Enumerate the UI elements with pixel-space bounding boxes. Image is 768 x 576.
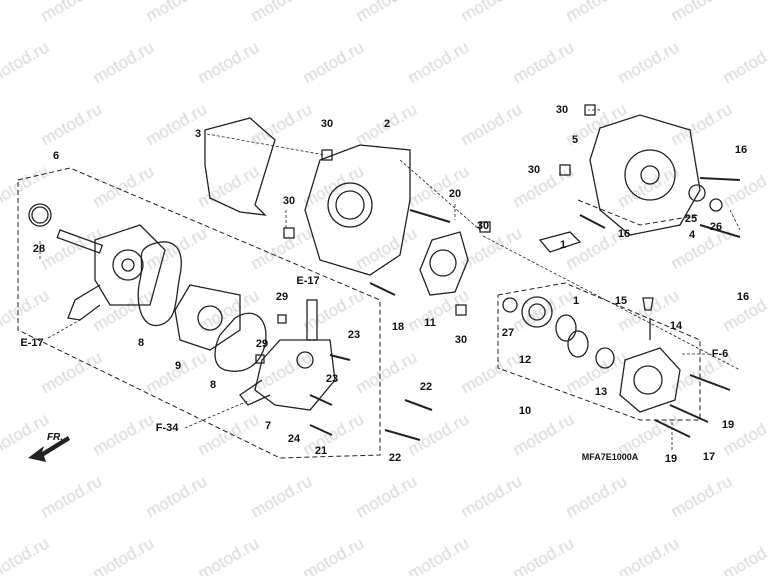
bolts	[309, 177, 741, 441]
diagram-code: MFA7E1000A	[581, 452, 639, 462]
callout-16: 16	[617, 228, 631, 240]
callout-3: 3	[194, 128, 202, 140]
direction-marker: FR.	[46, 432, 64, 443]
assembly-box-4	[577, 199, 701, 226]
callout-5: 5	[571, 134, 579, 146]
callout-27: 27	[501, 327, 515, 339]
callout-8: 8	[137, 337, 145, 349]
callout-4: 4	[688, 229, 696, 241]
callout-6: 6	[52, 150, 60, 162]
callout-30: 30	[454, 334, 468, 346]
callout-30: 30	[555, 104, 569, 116]
callout-24: 24	[287, 433, 301, 445]
gasket-9-hole	[197, 305, 223, 331]
callout-29: 29	[255, 338, 269, 350]
pump-cover-7	[239, 299, 336, 411]
callout-7: 7	[264, 420, 272, 432]
pump-internals	[502, 296, 681, 413]
callout-22: 22	[419, 381, 433, 393]
callout-F-34: F-34	[155, 422, 179, 434]
callout-10: 10	[518, 405, 532, 417]
callout-12: 12	[518, 354, 532, 366]
callout-26: 26	[709, 221, 723, 233]
gasket-11-hole	[429, 249, 457, 277]
callout-19: 19	[664, 453, 678, 465]
callout-30: 30	[282, 195, 296, 207]
callout-29: 29	[275, 291, 289, 303]
callout-20: 20	[448, 188, 462, 200]
callout-15: 15	[614, 295, 628, 307]
callout-1: 1	[572, 295, 580, 307]
callout-30: 30	[476, 220, 490, 232]
callout-21: 21	[314, 445, 328, 457]
callout-14: 14	[669, 320, 683, 332]
callout-E-17: E-17	[20, 337, 44, 349]
callout-25: 25	[684, 213, 698, 225]
callout-1: 1	[559, 239, 567, 251]
water-pump	[28, 203, 166, 321]
gasket-3	[204, 117, 276, 216]
front-arrow-icon	[28, 436, 70, 462]
callout-2: 2	[383, 118, 391, 130]
callout-22: 22	[388, 452, 402, 464]
callout-30: 30	[320, 118, 334, 130]
callout-8: 8	[209, 379, 217, 391]
gasket-9	[174, 284, 241, 351]
callout-13: 13	[594, 386, 608, 398]
dowel-pins	[255, 104, 596, 364]
callout-F-6: F-6	[711, 348, 729, 360]
callout-30: 30	[527, 164, 541, 176]
callout-16: 16	[734, 144, 748, 156]
callout-28: 28	[32, 243, 46, 255]
callout-11: 11	[424, 317, 436, 329]
leader-lines	[39, 109, 741, 450]
cover-5	[589, 114, 723, 236]
callout-23: 23	[325, 373, 339, 385]
o-ring-8b	[214, 312, 267, 372]
callout-16: 16	[736, 291, 750, 303]
callout-E-17: E-17	[296, 275, 320, 287]
callout-19: 19	[721, 419, 735, 431]
assembly-box-6	[17, 167, 381, 459]
callout-18: 18	[391, 321, 405, 333]
cover-2	[304, 144, 411, 276]
callout-9: 9	[174, 360, 182, 372]
plate-1	[538, 231, 582, 253]
callout-23: 23	[347, 329, 361, 341]
gasket-11	[419, 231, 469, 296]
assembly-box-10	[497, 282, 701, 421]
callout-17: 17	[702, 451, 716, 463]
o-ring-8	[137, 241, 182, 327]
